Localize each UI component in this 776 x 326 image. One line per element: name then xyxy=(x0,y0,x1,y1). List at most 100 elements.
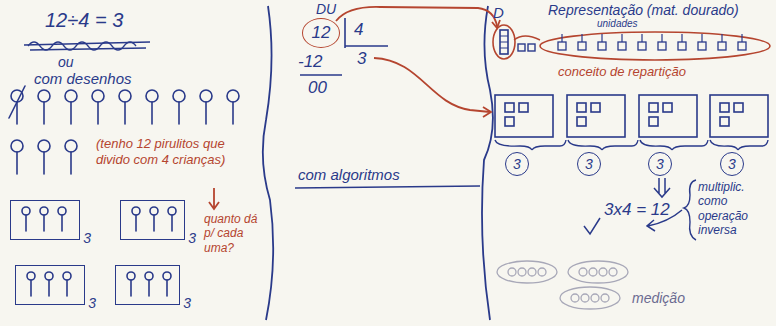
lollipop-stick xyxy=(153,215,155,231)
concept-note: conceito de repartição xyxy=(538,64,772,80)
lollipop-head xyxy=(45,272,53,280)
lollipop-stick xyxy=(135,215,137,231)
red-leader-line xyxy=(374,58,490,112)
check-mark xyxy=(584,218,600,234)
cube-stem xyxy=(581,34,582,42)
method-label: com algoritmos xyxy=(298,166,400,184)
lollipop-stick xyxy=(43,102,45,124)
lollipop-head xyxy=(127,272,135,280)
circled-number: 3 xyxy=(585,156,593,173)
share-box xyxy=(639,95,697,137)
lollipop-head xyxy=(200,90,212,102)
share-box: 3 xyxy=(10,200,80,240)
unit-cube xyxy=(678,42,686,50)
lollipop-head xyxy=(145,272,153,280)
subtraction: -12 xyxy=(298,52,323,72)
lollipop-stick xyxy=(16,152,18,174)
brace xyxy=(495,140,566,150)
implies-arrow xyxy=(654,178,670,197)
cross-out xyxy=(9,86,25,118)
lollipop-head xyxy=(22,207,30,215)
number-circle: 3 xyxy=(648,152,672,176)
share-box xyxy=(710,95,768,137)
cube-stem xyxy=(741,34,742,42)
circled-number: 3 xyxy=(513,156,521,173)
unit-cube xyxy=(505,103,514,112)
unit-cube xyxy=(720,103,729,112)
tens-rod xyxy=(500,30,508,54)
lollipop-head xyxy=(119,90,131,102)
unit-cube xyxy=(578,42,586,50)
lollipop-head xyxy=(38,90,50,102)
cube-stem xyxy=(561,34,562,42)
counter-circle xyxy=(579,268,587,276)
underline xyxy=(295,186,480,188)
measure-ovals xyxy=(497,261,628,309)
section-title: Representação (mat. dourado) xyxy=(548,2,739,19)
unit-cube xyxy=(558,42,566,50)
side-note: multiplic. como operação inversa xyxy=(698,180,772,238)
note: ou xyxy=(58,54,74,71)
arrow-head xyxy=(483,107,491,117)
lollipop-stick xyxy=(151,102,153,124)
counter-circle xyxy=(601,294,609,302)
faint-note: medição xyxy=(632,290,685,307)
counter-circle xyxy=(508,268,516,276)
lollipop-stick xyxy=(148,280,150,296)
measure-oval xyxy=(497,261,557,283)
brace xyxy=(568,140,638,150)
lollipop-head xyxy=(92,90,104,102)
lollipop-stick xyxy=(61,215,63,231)
red-circle xyxy=(493,25,515,59)
oval-outline xyxy=(538,30,772,62)
lollipop-head xyxy=(173,90,185,102)
lollipop-head xyxy=(58,207,66,215)
count-label: 3 xyxy=(88,295,96,312)
lollipop-head xyxy=(63,272,71,280)
section-bracket xyxy=(263,6,273,320)
unit-cube xyxy=(505,117,514,126)
circled-number: 12 xyxy=(312,23,331,43)
red-note: (tenho 12 pirulitos que divido com 4 cri… xyxy=(96,136,246,167)
share-box: 3 xyxy=(120,200,185,240)
lollipop-head xyxy=(132,207,140,215)
red-leader-line xyxy=(514,36,540,40)
unit-cube xyxy=(649,103,658,112)
lollipop-head xyxy=(146,90,158,102)
number-circle: 3 xyxy=(505,152,529,176)
share-box xyxy=(567,95,625,137)
red-question: quanto dá p/ cada uma? xyxy=(204,212,262,255)
share-box xyxy=(495,95,553,137)
counter-circle xyxy=(609,268,617,276)
number-circle: 3 xyxy=(577,152,601,176)
lollipop-stick xyxy=(166,280,168,296)
counter-circle xyxy=(581,294,589,302)
lollipop-head xyxy=(168,207,176,215)
unit-cube xyxy=(718,42,726,50)
lollipop-head xyxy=(11,90,23,102)
number-circle: 12 xyxy=(302,18,340,48)
lollipop-stick xyxy=(97,102,99,124)
lollipop-head xyxy=(27,272,35,280)
share-box: 3 xyxy=(115,265,180,305)
small-note: unidades xyxy=(597,18,638,30)
cube-stem xyxy=(701,34,702,42)
lollipop-head xyxy=(11,140,23,152)
equation: 12÷4 = 3 xyxy=(45,8,123,32)
lollipop-stick xyxy=(43,152,45,174)
unit-cube xyxy=(518,44,525,51)
lollipop-head xyxy=(227,90,239,102)
units-oval: conceito de repartição xyxy=(538,30,772,84)
cube-stem xyxy=(621,34,622,42)
counter-circle xyxy=(518,268,526,276)
brace xyxy=(640,140,708,150)
unit-cube xyxy=(658,42,666,50)
lollipop-stick xyxy=(30,280,32,296)
lollipop-stick xyxy=(171,215,173,231)
note: com desenhos xyxy=(34,70,132,88)
count-label: 3 xyxy=(183,295,191,312)
unit-cube xyxy=(591,103,600,112)
counter-circle xyxy=(571,294,579,302)
count-label: 3 xyxy=(83,230,91,247)
lollipop-head xyxy=(65,90,77,102)
